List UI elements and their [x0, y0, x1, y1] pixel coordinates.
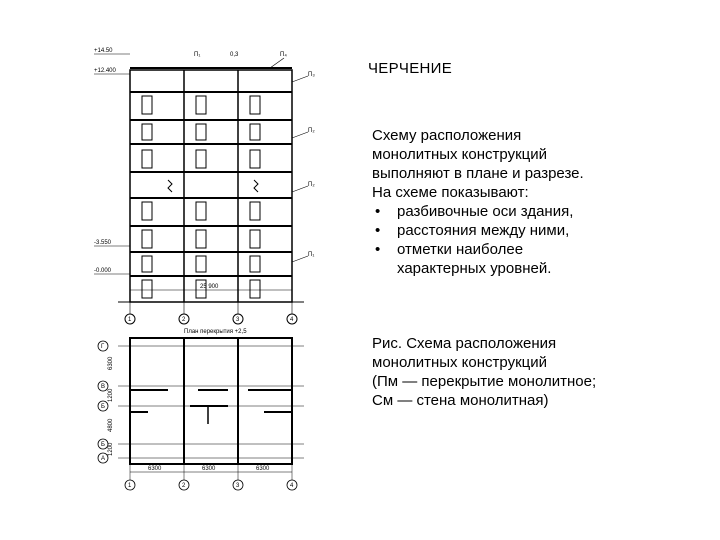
bullet-item: отметки наиболее [372, 240, 712, 259]
bullet-list: разбивочные оси здания, расстояния между… [372, 202, 712, 259]
level-mark: -3.550 [94, 240, 112, 246]
row-axis-label: Б [101, 442, 105, 448]
col-axis-label: 4 [290, 483, 294, 489]
plan-side-dimension: 6300 [108, 356, 114, 370]
bullet-item: разбивочные оси здания, [372, 202, 712, 221]
axis-label: 3 [236, 317, 240, 323]
caption-line: монолитных конструкций [372, 354, 547, 371]
description-text: Схему расположения монолитных конструкци… [372, 126, 712, 278]
row-axis-label: Г [101, 344, 105, 350]
plan-title: План перекрытия +2,5 [184, 329, 247, 335]
floor-plan [97, 337, 304, 491]
section-top-label: П₄ [280, 52, 287, 58]
level-mark: +12.400 [94, 68, 117, 74]
figure-caption: Рис. Схема расположения монолитных конст… [372, 334, 712, 410]
plan-dimension: 6300 [202, 466, 216, 472]
plan-side-dimension: 4800 [108, 418, 114, 432]
description-line: выполняют в плане и разрезе. [372, 165, 584, 182]
section-top-label: П₁ [194, 52, 200, 58]
section-side-label: П₁ [308, 252, 314, 258]
plan-side-dimension: 1200 [108, 442, 114, 456]
col-axis-label: 2 [182, 483, 186, 489]
axis-label: 4 [290, 317, 294, 323]
section-top-label: 0,3 [230, 52, 239, 58]
building-section [94, 53, 309, 325]
caption-line: Рис. Схема расположения [372, 335, 557, 352]
section-side-label: П₂ [308, 128, 315, 134]
section-side-label: П₂ [308, 182, 315, 188]
row-axis-label: Б [101, 404, 105, 410]
caption-line: (Пм — перекрытие монолитное; [372, 373, 597, 390]
level-mark: +14.50 [94, 48, 113, 54]
row-axis-label: А [101, 456, 105, 462]
row-axis-label: В [101, 384, 105, 390]
description-line: монолитных конструкций [372, 146, 547, 163]
col-axis-label: 1 [128, 483, 132, 489]
plan-dimension: 6300 [148, 466, 162, 472]
construction-drawing: +14.50 +12.400 -3.550 -0.000 П₁ 0,3 П₄ П… [94, 48, 315, 491]
level-mark: -0.000 [94, 268, 112, 274]
plan-side-dimension: 1200 [108, 388, 114, 402]
axis-label: 2 [182, 317, 186, 323]
description-line: Схему расположения [372, 127, 522, 144]
bullet-continuation: характерных уровней. [397, 260, 552, 277]
bullet-item: расстояния между ними, [372, 221, 712, 240]
caption-line: См — стена монолитная) [372, 392, 549, 409]
axis-label: 1 [128, 317, 132, 323]
col-axis-label: 3 [236, 483, 240, 489]
section-side-label: П₃ [308, 72, 315, 78]
plan-dimension: 6300 [256, 466, 270, 472]
section-dimension: 25 900 [200, 284, 219, 290]
description-line: На схеме показывают: [372, 184, 529, 201]
slide-title: ЧЕРЧЕНИЕ [368, 60, 453, 77]
